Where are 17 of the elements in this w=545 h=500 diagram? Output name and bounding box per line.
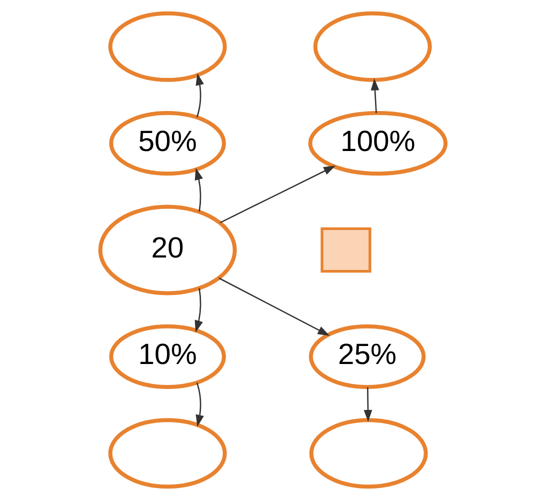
node-ellipse: 50% (108, 111, 226, 176)
node-ellipse: 20 (98, 204, 236, 296)
node-ellipse (108, 418, 226, 489)
node-ellipse: 25% (308, 324, 426, 389)
node-ellipse (308, 418, 428, 489)
node-ellipse (108, 11, 226, 82)
arrow (195, 73, 204, 118)
arrow (363, 387, 372, 422)
node-box (320, 227, 371, 273)
arrow (195, 382, 204, 427)
arrow (194, 168, 202, 212)
arrow (218, 278, 330, 336)
arrow (194, 288, 202, 332)
arrow (370, 78, 379, 114)
arrow (219, 166, 336, 224)
node-ellipse: 10% (108, 324, 226, 389)
node-ellipse (312, 11, 432, 82)
